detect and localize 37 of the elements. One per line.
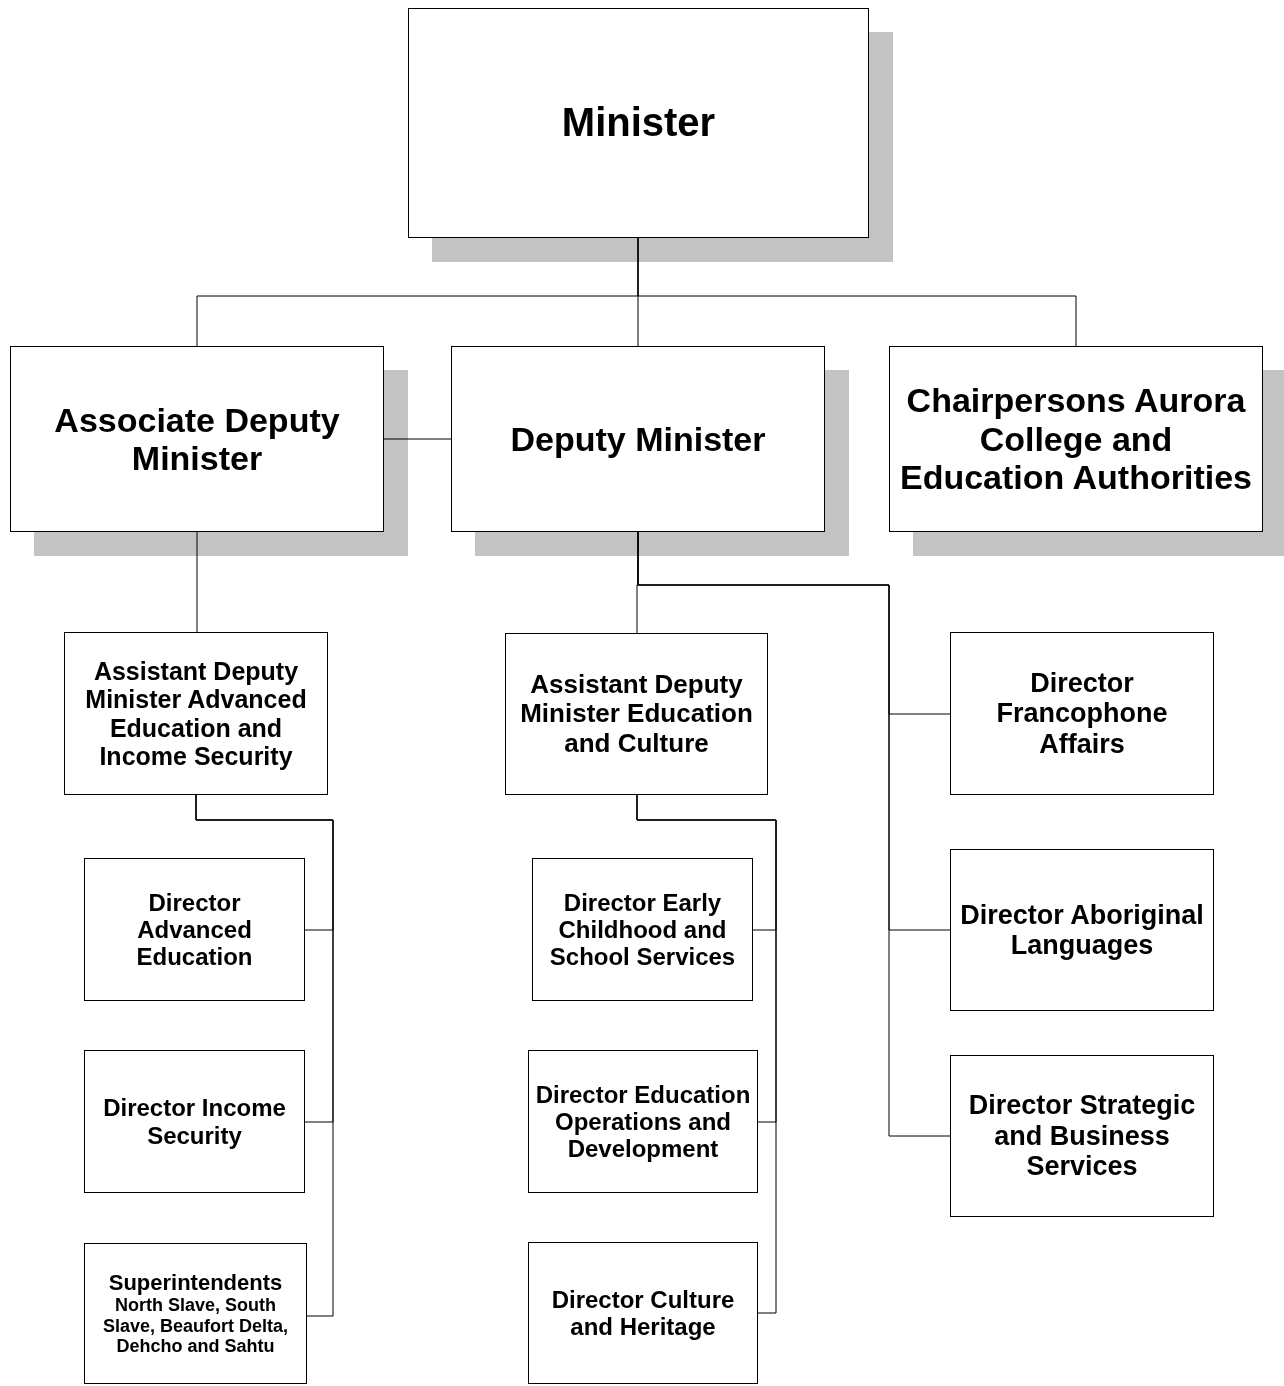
org-box xyxy=(84,1243,307,1384)
connector-line xyxy=(637,237,1077,347)
position-title: Director Education Operations and Development xyxy=(534,1080,752,1163)
position-title: Minister xyxy=(561,100,716,146)
org-box xyxy=(528,1050,758,1193)
position-title: Director Income Security xyxy=(102,1094,287,1149)
position-title: Superintendents xyxy=(108,1270,283,1296)
position-title: Chairpersons Aurora College and Education Authorities xyxy=(899,381,1253,497)
position-title: Director Culture and Heritage xyxy=(550,1285,736,1341)
position-title: Director Francophone Affairs xyxy=(995,667,1169,760)
org-box xyxy=(84,858,305,1001)
org-box xyxy=(84,1050,305,1193)
org-box xyxy=(889,346,1263,532)
org-box xyxy=(528,1242,758,1384)
position-title: Director Aboriginal Languages xyxy=(959,899,1205,961)
org-box xyxy=(950,849,1214,1011)
position-title: Assistant Deputy Minister Education and Culture xyxy=(519,669,754,759)
org-box xyxy=(532,858,753,1001)
connector-line xyxy=(637,531,951,1137)
position-title: Assistant Deputy Minister Advanced Education and Income Security xyxy=(84,657,308,770)
org-box xyxy=(950,1055,1214,1217)
position-title: Deputy Minister xyxy=(510,419,766,459)
connector-line xyxy=(636,794,777,1314)
position-title: Director Advanced Education xyxy=(135,888,254,971)
org-box xyxy=(505,633,768,795)
position-detail: North Slave, South Slave, Beaufort Delta, Dehcho and Sahtu xyxy=(101,1295,290,1357)
position-title: Director Strategic and Business Services xyxy=(967,1090,1197,1182)
org-box xyxy=(10,346,384,532)
org-box xyxy=(950,632,1214,795)
position-title: Associate Deputy Minister xyxy=(53,400,341,478)
connector-line xyxy=(196,531,198,633)
connector-line xyxy=(195,794,334,1317)
position-title: Director Early Childhood and School Services xyxy=(548,888,737,971)
org-box xyxy=(451,346,825,532)
org-box xyxy=(64,632,328,795)
org-box xyxy=(408,8,869,238)
connector-line xyxy=(383,438,452,440)
